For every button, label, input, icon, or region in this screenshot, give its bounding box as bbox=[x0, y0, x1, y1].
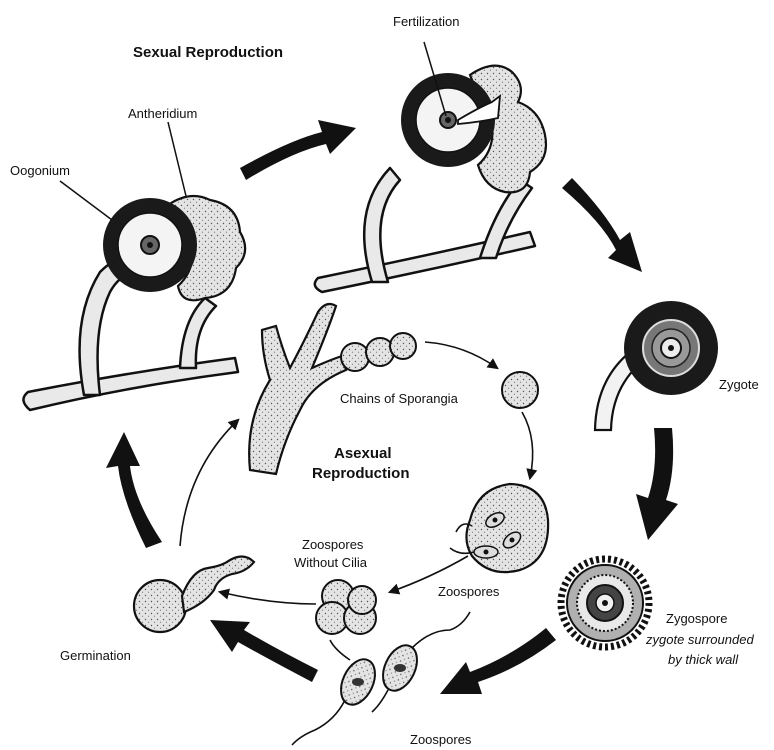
chains-of-sporangia bbox=[249, 304, 538, 474]
arrow-germination-to-sexual bbox=[106, 432, 162, 548]
oogonium-leader bbox=[60, 181, 112, 220]
heading-asexual-line-1: Asexual bbox=[334, 445, 392, 462]
germination-stage bbox=[134, 556, 254, 632]
oogonium-stage bbox=[23, 196, 245, 410]
sporangiophore bbox=[249, 304, 346, 474]
hypha-base-1 bbox=[23, 358, 238, 410]
label-zoospores-bottom: Zoospores bbox=[410, 732, 472, 747]
arrow-zygote-to-zygospore bbox=[636, 428, 678, 540]
label-zoospores-mid: Zoospores bbox=[438, 584, 500, 599]
heading-asexual-line-2: Reproduction bbox=[312, 465, 410, 482]
arrow-zoospores-to-germination bbox=[210, 620, 318, 682]
label-chains-of-sporangia: Chains of Sporangia bbox=[340, 391, 459, 406]
antheridium-stalk bbox=[180, 298, 216, 368]
zygospore-stage bbox=[561, 559, 649, 647]
arrow-zygospore-to-zoospores bbox=[440, 628, 556, 694]
label-zygospore: Zygospore bbox=[666, 611, 727, 626]
arrow-sexual-to-fertilization bbox=[240, 120, 356, 180]
antheridium-leader bbox=[168, 122, 186, 196]
zoospores-without-cilia bbox=[316, 580, 376, 634]
fertilization-stage bbox=[315, 42, 546, 292]
label-zygote: Zygote bbox=[719, 377, 759, 392]
label-oogonium: Oogonium bbox=[10, 163, 70, 178]
label-germination: Germination bbox=[60, 648, 131, 663]
germ-tube bbox=[182, 556, 254, 612]
label-zoospores-without-cilia-1: Zoospores bbox=[302, 537, 364, 552]
zygote-stage bbox=[595, 301, 718, 430]
sporangium-releasing bbox=[450, 484, 548, 572]
label-fertilization: Fertilization bbox=[393, 14, 459, 29]
arrow-fertilization-to-zygote bbox=[562, 178, 642, 272]
label-zygospore-note-2: by thick wall bbox=[668, 652, 739, 667]
free-sporangium bbox=[502, 372, 538, 408]
heading-sexual-reproduction: Sexual Reproduction bbox=[133, 44, 283, 61]
label-zoospores-without-cilia-2: Without Cilia bbox=[294, 555, 368, 570]
label-zygospore-note-1: zygote surrounded bbox=[645, 632, 754, 647]
zoospores-flagellated bbox=[292, 612, 470, 745]
label-antheridium: Antheridium bbox=[128, 106, 197, 121]
